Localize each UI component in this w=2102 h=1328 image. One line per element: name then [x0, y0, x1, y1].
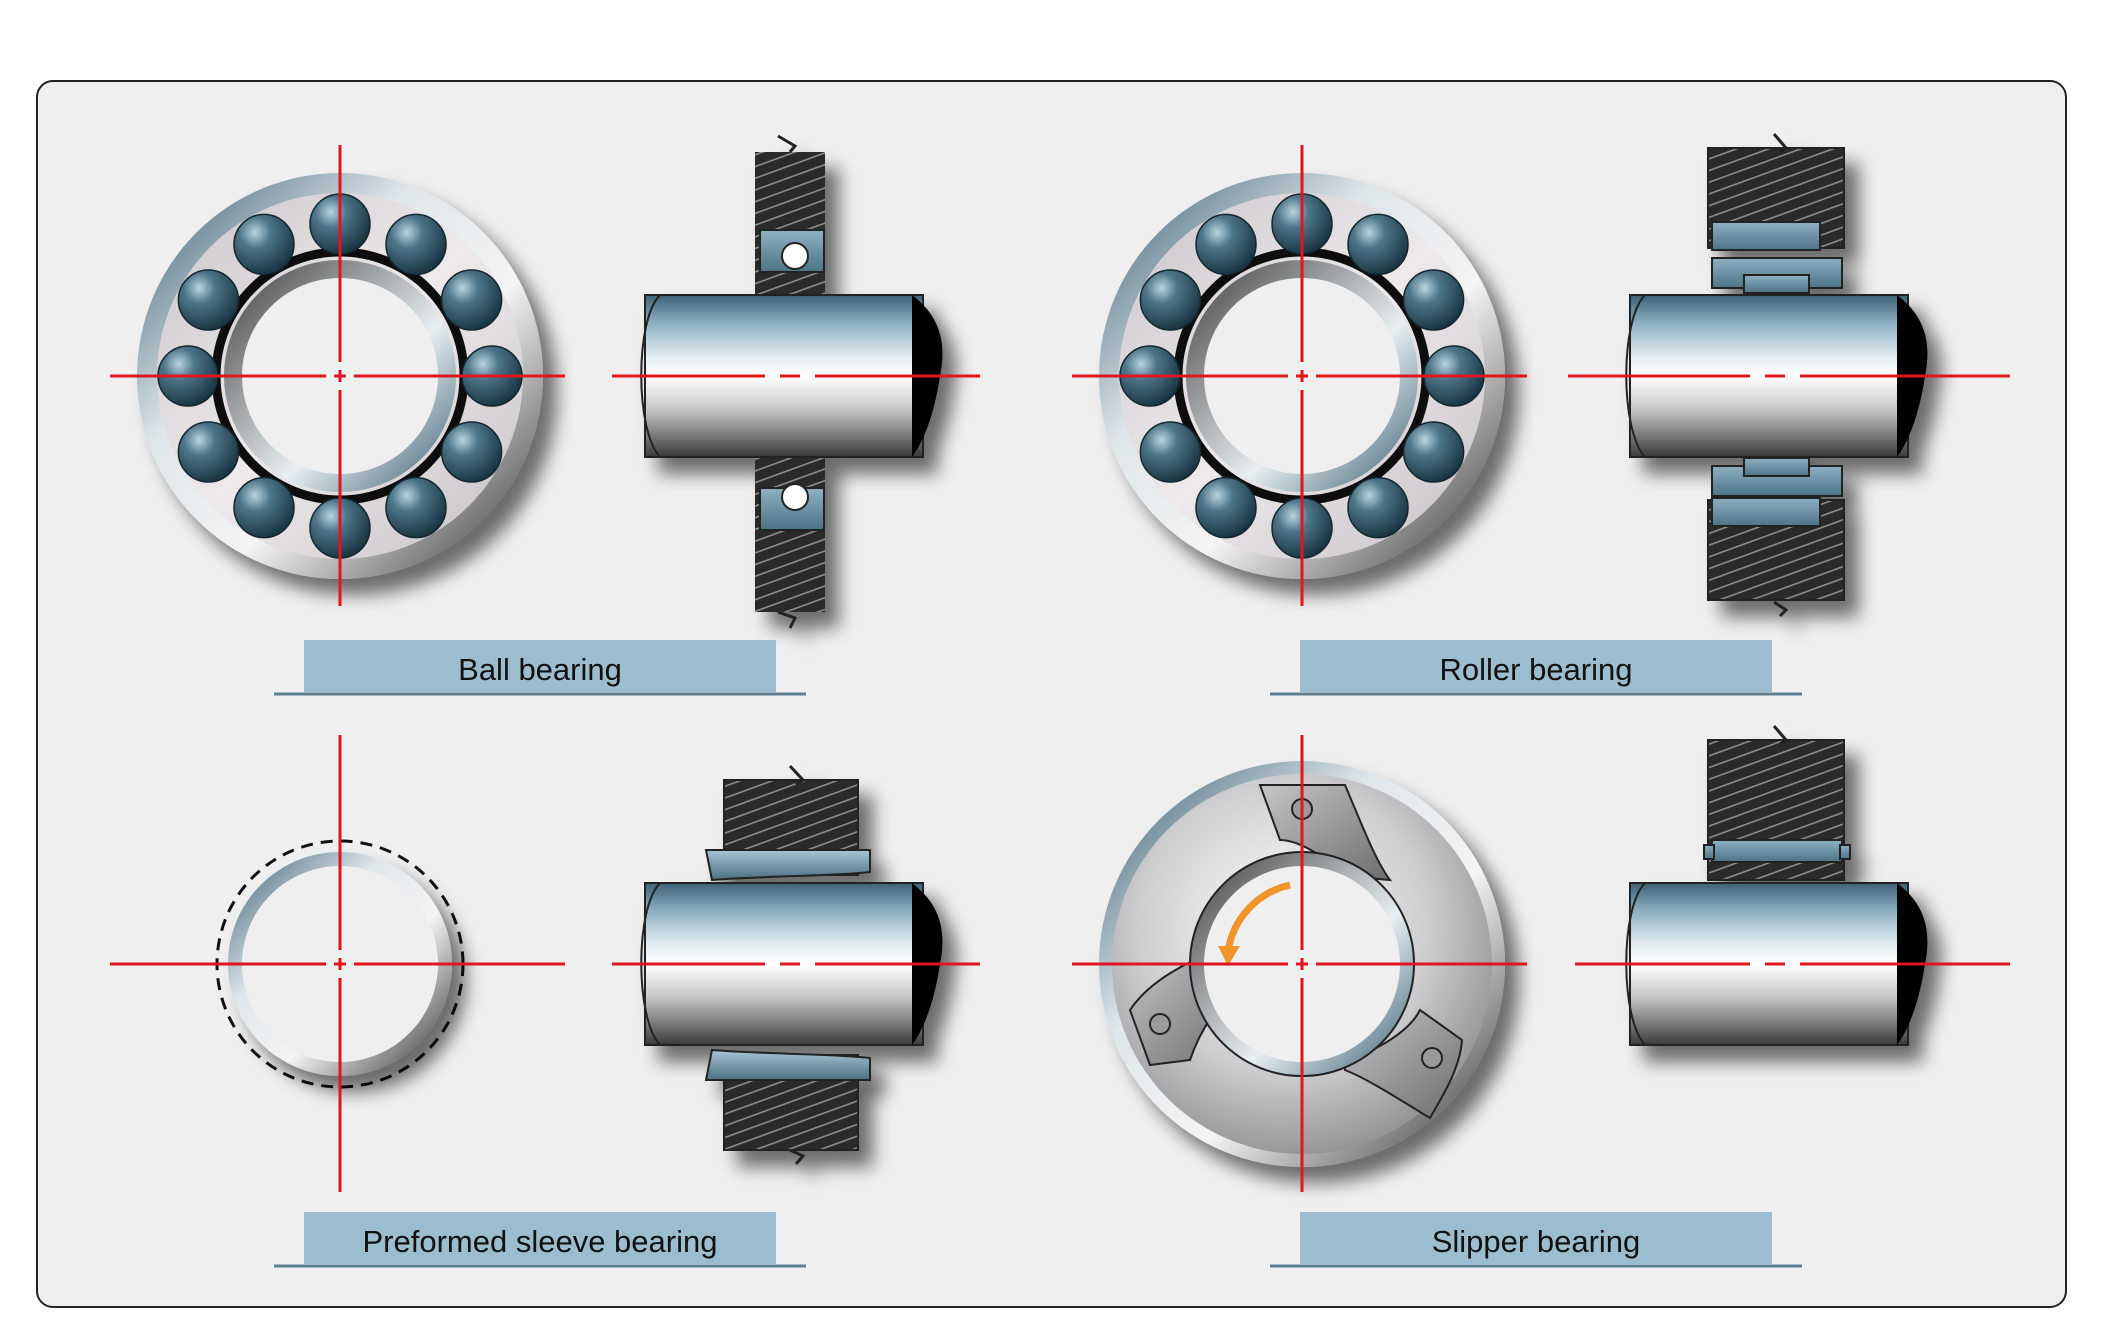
caption-slipper-bearing: Slipper bearing — [1270, 1212, 1802, 1268]
roller-bearing-ball-11 — [1139, 269, 1202, 331]
ball-bearing-ball-2 — [385, 213, 447, 276]
ball-bearing-ball-6 — [385, 476, 447, 539]
roller-bearing-ball-5 — [1402, 421, 1465, 483]
ball-bearing-ball-11 — [177, 269, 240, 331]
roller-bearing-side-section — [1625, 133, 1928, 618]
caption-ball-bearing: Ball bearing — [274, 640, 806, 696]
roller-bearing-ball-3 — [1402, 269, 1465, 331]
ball-bearing-ball-5 — [440, 421, 503, 483]
caption-roller-bearing-label: Roller bearing — [1440, 652, 1633, 687]
centerlines — [110, 145, 2010, 1192]
roller-bearing-ball-2 — [1347, 213, 1409, 276]
ball-bearing-ball-12 — [233, 213, 295, 276]
roller-bearing-ball-9 — [1139, 421, 1202, 483]
roller-bearing-ball-8 — [1195, 476, 1257, 539]
diagram-panel — [36, 80, 2067, 1308]
caption-slipper-bearing-label: Slipper bearing — [1432, 1224, 1641, 1259]
caption-sleeve-bearing-label: Preformed sleeve bearing — [363, 1224, 718, 1259]
roller-bearing-ball-12 — [1195, 213, 1257, 276]
ball-bearing-ball-3 — [440, 269, 503, 331]
ball-bearing-ball-9 — [177, 421, 240, 483]
caption-ball-bearing-label: Ball bearing — [458, 652, 622, 687]
caption-sleeve-bearing: Preformed sleeve bearing — [274, 1212, 806, 1268]
ball-bearing-ball-8 — [233, 476, 295, 539]
sleeve-bearing-side-section — [640, 764, 943, 1165]
roller-bearing-ball-6 — [1347, 476, 1409, 539]
caption-roller-bearing: Roller bearing — [1270, 640, 1802, 696]
